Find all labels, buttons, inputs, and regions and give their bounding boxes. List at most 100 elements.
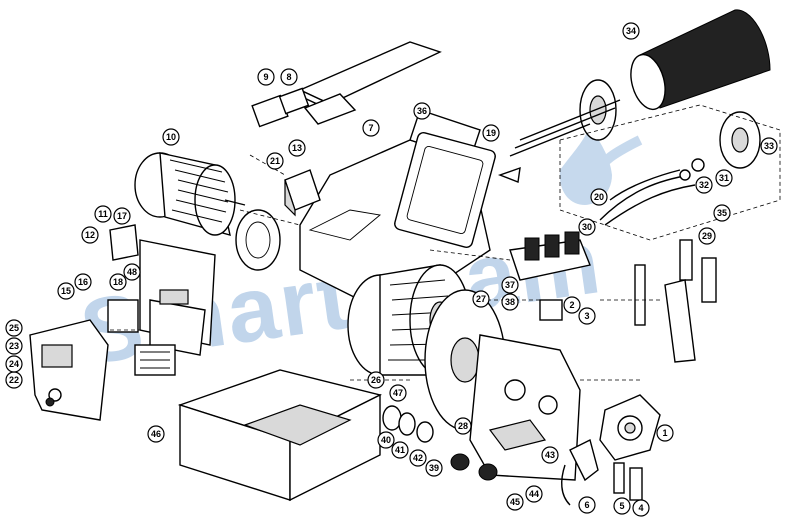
callout-45: 45 <box>506 493 524 511</box>
callout-circle <box>113 207 131 225</box>
callout-17: 17 <box>113 207 131 225</box>
callout-label: 29 <box>702 231 712 241</box>
callout-label: 27 <box>476 294 486 304</box>
callout-label: 15 <box>61 286 71 296</box>
callout-label: 48 <box>127 267 137 277</box>
callout-circle <box>622 22 640 40</box>
callout-label: 45 <box>510 497 520 507</box>
diffuser-disc <box>719 111 761 169</box>
callout-39: 39 <box>425 459 443 477</box>
callout-26: 26 <box>367 371 385 389</box>
callout-circle <box>5 319 23 337</box>
callout-label: 1 <box>662 428 667 438</box>
callout-27: 27 <box>472 290 490 308</box>
callout-label: 43 <box>545 450 555 460</box>
callout-3: 3 <box>578 307 596 325</box>
callout-label: 10 <box>166 132 176 142</box>
callout-circle <box>57 282 75 300</box>
callout-circle <box>578 496 596 514</box>
callout-circle <box>482 124 500 142</box>
ignition-cables <box>599 158 705 226</box>
callout-37: 37 <box>501 276 519 294</box>
callout-16: 16 <box>74 273 92 291</box>
callout-circle <box>257 68 275 86</box>
callout-label: 18 <box>113 277 123 287</box>
terminal-block <box>107 299 139 333</box>
callout-label: 20 <box>594 192 604 202</box>
callout-circle <box>713 204 731 222</box>
callout-circle <box>563 296 581 314</box>
callout-circle <box>578 307 596 325</box>
callout-circle <box>409 449 427 467</box>
callout-label: 13 <box>292 143 302 153</box>
callout-circle <box>377 431 395 449</box>
callout-31: 31 <box>715 169 733 187</box>
callout-1: 1 <box>656 424 674 442</box>
junction-box <box>284 169 321 217</box>
motor <box>134 152 246 236</box>
callout-47: 47 <box>389 384 407 402</box>
callout-circle <box>698 227 716 245</box>
watermark-drops <box>559 125 643 205</box>
callout-label: 38 <box>505 297 515 307</box>
callout-38: 38 <box>501 293 519 311</box>
callout-2: 2 <box>563 296 581 314</box>
callout-label: 35 <box>717 208 727 218</box>
callout-circle <box>472 290 490 308</box>
front-cover <box>29 319 109 421</box>
callout-22: 22 <box>5 371 23 389</box>
callout-circle <box>123 263 141 281</box>
callout-circle <box>695 176 713 194</box>
callout-circle <box>501 293 519 311</box>
callout-circle <box>5 337 23 355</box>
callout-42: 42 <box>409 449 427 467</box>
callout-circle <box>413 102 431 120</box>
callout-35: 35 <box>713 204 731 222</box>
callout-label: 3 <box>584 311 589 321</box>
callout-label: 7 <box>368 123 373 133</box>
callout-36: 36 <box>413 102 431 120</box>
callout-label: 44 <box>529 489 539 499</box>
callout-label: 46 <box>151 429 161 439</box>
callout-circle <box>147 425 165 443</box>
callout-label: 6 <box>584 500 589 510</box>
callout-circle <box>454 417 472 435</box>
combustion-head-assembly <box>497 79 621 183</box>
callout-label: 47 <box>393 388 403 398</box>
callout-40: 40 <box>377 431 395 449</box>
callout-label: 39 <box>429 463 439 473</box>
callout-label: 19 <box>486 128 496 138</box>
plug-45 <box>450 453 470 471</box>
relay-box <box>109 224 139 261</box>
callout-24: 24 <box>5 355 23 373</box>
callout-circle <box>288 139 306 157</box>
callout-label: 37 <box>505 280 515 290</box>
callout-circle <box>280 68 298 86</box>
callout-label: 17 <box>117 211 127 221</box>
callout-circle <box>715 169 733 187</box>
callout-label: 9 <box>263 72 268 82</box>
oil-pump <box>599 394 661 461</box>
callout-label: 40 <box>381 435 391 445</box>
callout-label: 8 <box>286 72 291 82</box>
callout-label: 34 <box>626 26 636 36</box>
callout-label: 41 <box>395 445 405 455</box>
coupling-parts <box>382 405 434 443</box>
motor-flange-bore <box>245 221 271 259</box>
callout-circle <box>590 188 608 206</box>
control-panel <box>134 239 216 376</box>
callout-label: 22 <box>9 375 19 385</box>
callout-5: 5 <box>613 497 631 515</box>
callout-label: 24 <box>9 359 19 369</box>
callout-circle <box>362 119 380 137</box>
callout-43: 43 <box>541 446 559 464</box>
callout-circle <box>501 276 519 294</box>
gasket-plate <box>278 87 310 115</box>
callout-circle <box>94 205 112 223</box>
callout-10: 10 <box>162 128 180 146</box>
callout-circle <box>541 446 559 464</box>
callout-circle <box>613 497 631 515</box>
callout-circle <box>525 485 543 503</box>
callout-label: 31 <box>719 173 729 183</box>
callout-label: 5 <box>619 501 624 511</box>
